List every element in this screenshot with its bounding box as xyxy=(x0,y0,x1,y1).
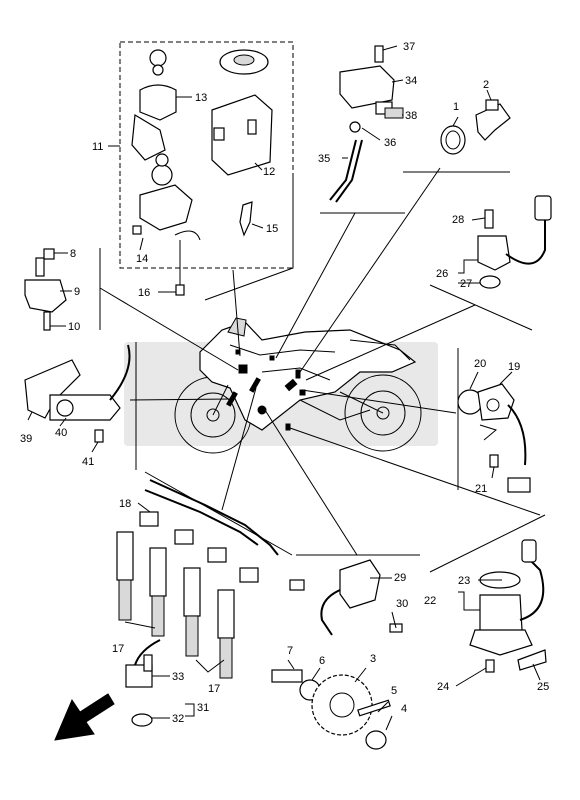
sensor-group-1 xyxy=(440,89,511,155)
motorcycle-illustration xyxy=(124,317,438,454)
part-number-25: 25 xyxy=(537,681,549,693)
part-number-27: 27 xyxy=(460,278,472,290)
part-number-34: 34 xyxy=(405,75,417,87)
part-number-23: 23 xyxy=(458,575,470,587)
part-number-40: 40 xyxy=(55,427,67,439)
sensor-group-26 xyxy=(458,195,552,289)
part-number-31: 31 xyxy=(197,702,209,714)
part-number-5: 5 xyxy=(391,685,397,697)
part-number-4: 4 xyxy=(401,703,407,715)
part-number-36: 36 xyxy=(384,137,396,149)
part-number-26: 26 xyxy=(436,268,448,280)
part-number-labels: 1 2 3 4 5 6 7 8 9 10 11 12 13 14 15 16 1… xyxy=(20,41,549,725)
part-number-24: 24 xyxy=(437,681,449,693)
part-number-35: 35 xyxy=(318,153,330,165)
sensor-group-22 xyxy=(455,539,547,687)
part-number-3: 3 xyxy=(370,653,376,665)
part-number-30: 30 xyxy=(396,598,408,610)
part-number-22: 22 xyxy=(424,595,436,607)
part-number-12: 12 xyxy=(263,166,275,178)
part-number-11: 11 xyxy=(92,141,103,153)
part-number-20: 20 xyxy=(474,358,486,370)
part-number-10: 10 xyxy=(68,321,80,333)
part-number-6: 6 xyxy=(319,655,325,667)
part-number-17-lower: 17 xyxy=(208,683,220,695)
part-number-41: 41 xyxy=(82,456,94,468)
part-number-32: 32 xyxy=(172,713,184,725)
part-number-21: 21 xyxy=(475,483,487,495)
sensor-group-19 xyxy=(457,371,531,493)
part-number-14: 14 xyxy=(136,253,148,265)
front-direction-arrow-icon xyxy=(54,693,115,741)
part-number-29: 29 xyxy=(394,572,406,584)
part-number-37: 37 xyxy=(403,41,415,53)
group-frames xyxy=(99,41,546,573)
leader-lines xyxy=(99,167,541,556)
part-number-19: 19 xyxy=(508,361,520,373)
sensor-group-34 xyxy=(329,45,404,203)
part-number-7: 7 xyxy=(287,645,293,657)
part-number-17-upper: 17 xyxy=(112,643,124,655)
part-number-9: 9 xyxy=(74,286,80,298)
part-number-33: 33 xyxy=(172,671,184,683)
part-number-8: 8 xyxy=(70,248,76,260)
part-number-13: 13 xyxy=(195,92,207,104)
crank-sensor-group xyxy=(271,559,403,750)
part-number-39: 39 xyxy=(20,433,32,445)
part-number-2: 2 xyxy=(483,79,489,91)
part-number-15: 15 xyxy=(266,223,278,235)
sensor-group-39 xyxy=(24,344,131,453)
part-number-38: 38 xyxy=(405,110,417,122)
ignition-group xyxy=(116,479,279,727)
part-number-18: 18 xyxy=(119,498,131,510)
main-switch-leaders xyxy=(108,96,264,293)
part-number-1: 1 xyxy=(453,101,459,113)
sensor-group-left xyxy=(24,248,72,331)
main-switch-group xyxy=(131,49,273,296)
part-number-28: 28 xyxy=(452,214,464,226)
part-number-16: 16 xyxy=(138,287,150,299)
